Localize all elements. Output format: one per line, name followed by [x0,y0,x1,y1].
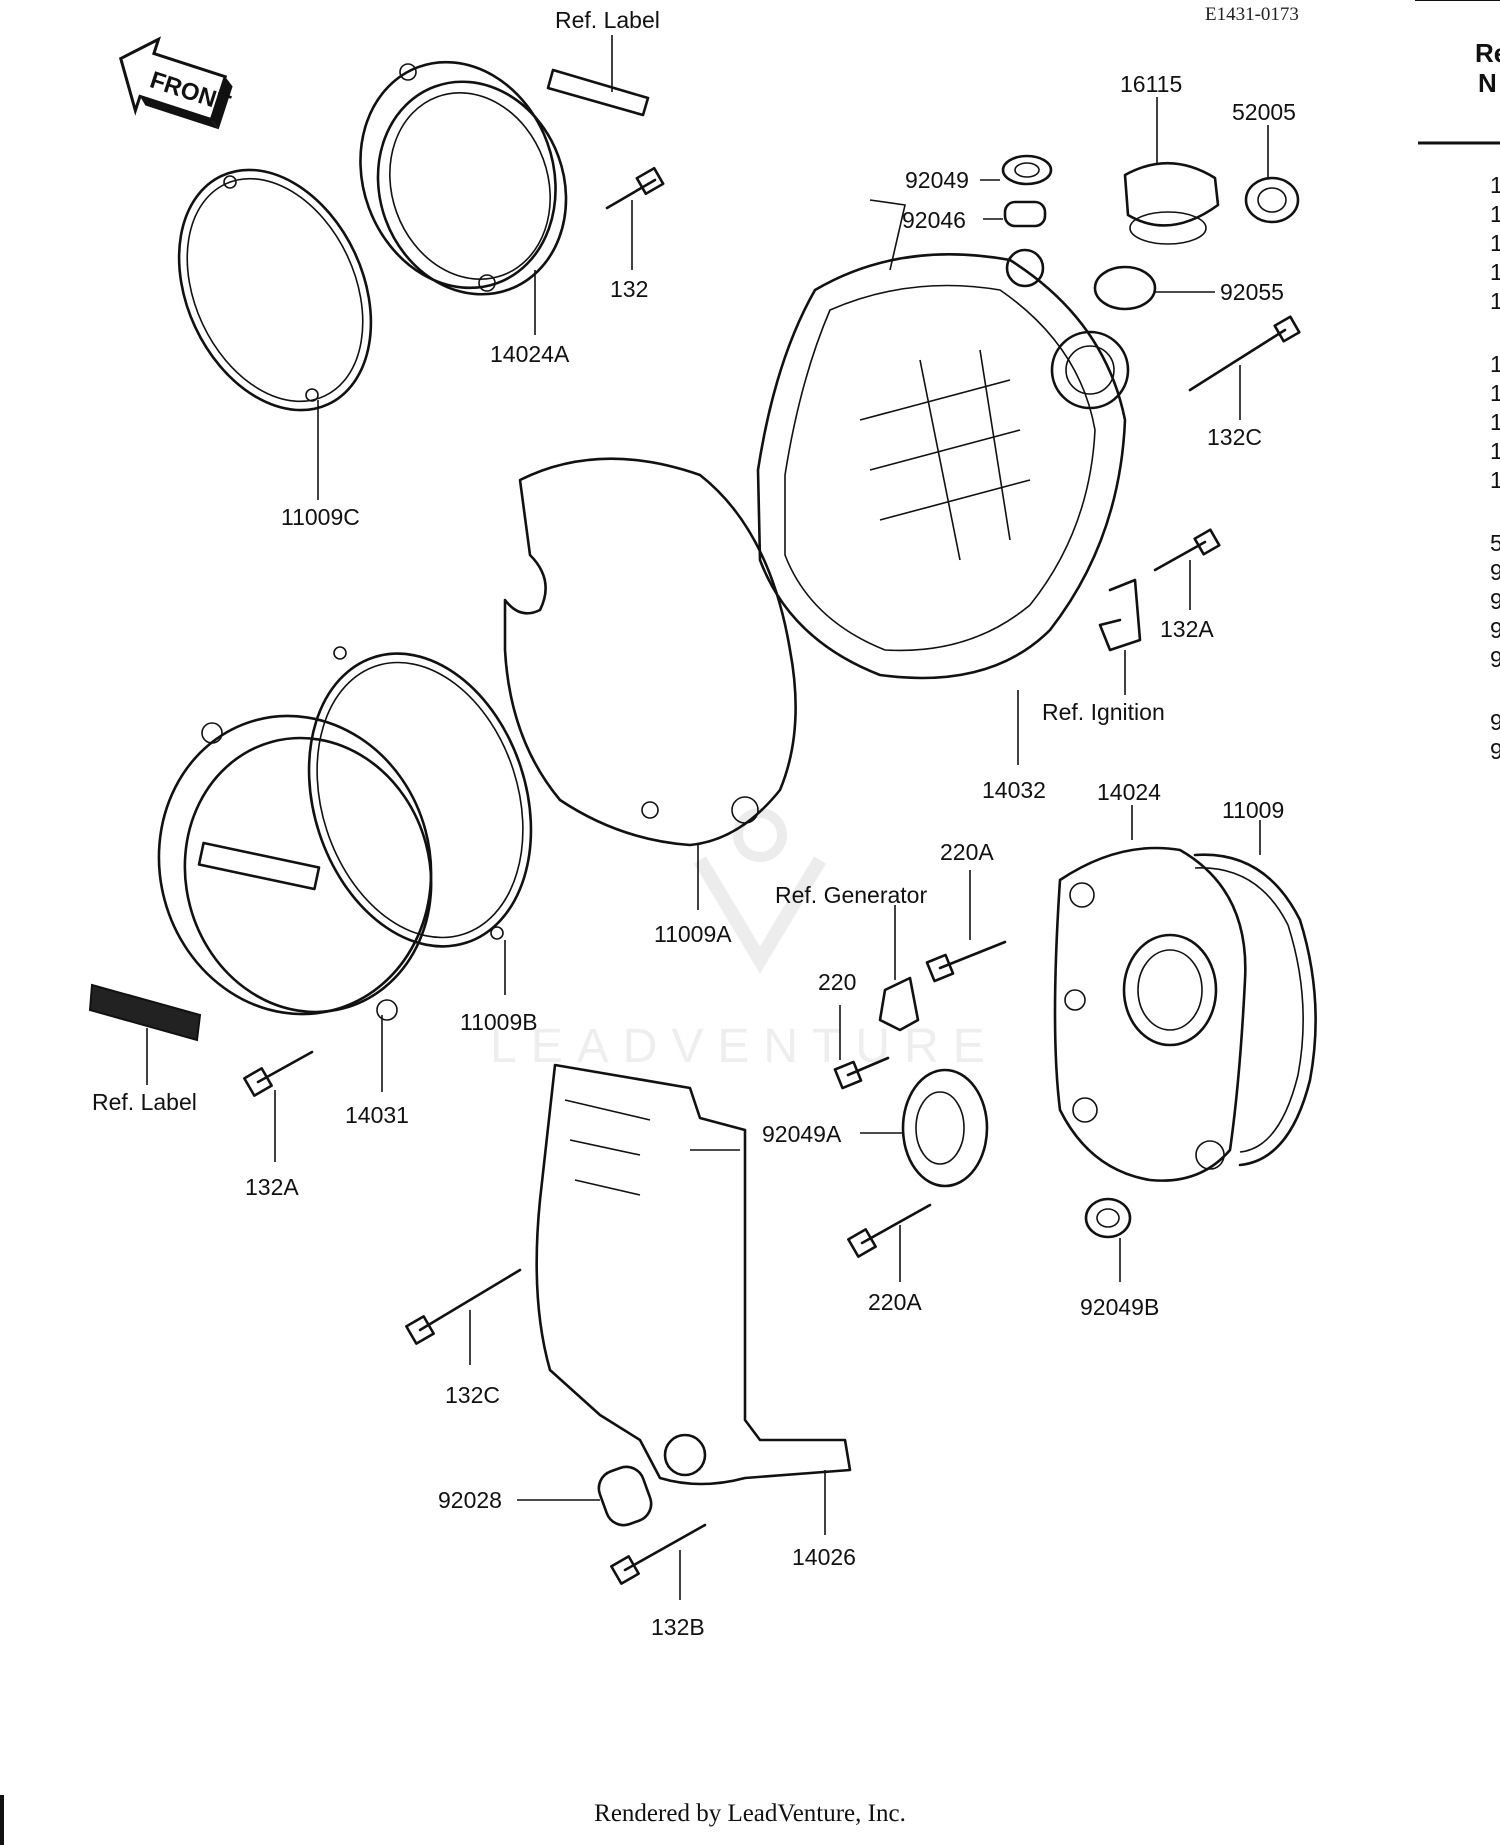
frag-13: 9 [1490,559,1500,585]
callout-220a-top: 220A [940,839,994,865]
frag-5: 1 [1490,259,1500,285]
ref-label-top: Ref. Label [555,7,660,33]
gasket-11009b [307,646,533,948]
callout-132a-top: 132A [1160,616,1214,642]
watermark-text: LEADVENTURE [490,1020,999,1073]
callout-14026: 14026 [792,1544,856,1570]
label-plate-left [88,983,202,1042]
frag-4: 1 [1490,230,1500,256]
callout-132b: 132B [651,1614,705,1640]
bolt-132b [610,1523,707,1585]
frag-2: 1 [1490,172,1500,198]
frag-12: 5 [1490,530,1500,556]
callout-132c-top: 132C [1207,424,1262,450]
gasket-11009 [1193,853,1317,1167]
bearing-92046 [1003,200,1047,228]
callout-92049b: 92049B [1080,1294,1159,1320]
callout-132a-bottom: 132A [245,1174,299,1200]
frag-16: 9 [1490,646,1500,672]
drawing-code: E1431-0173 [1205,4,1299,25]
ref-label-left: Ref. Label [92,1089,197,1115]
frag-3: 1 [1490,201,1500,227]
seal-92049a [901,1068,989,1188]
callout-14032: 14032 [982,777,1046,803]
bolt-132a-right [1153,528,1221,572]
frag-11: 1 [1490,467,1500,493]
frag-1: N [1478,68,1497,98]
cap-16115 [1123,161,1220,245]
callout-132: 132 [610,276,648,302]
frag-15: 9 [1490,617,1500,643]
bolt-220a-top [925,940,1007,983]
ignition-clamp [1098,578,1142,652]
spacer-92028 [597,1465,653,1527]
callout-92049: 92049 [905,167,969,193]
cover-14032 [756,199,1130,680]
cover-14024 [1053,846,1247,1182]
callout-16115: 16115 [1120,71,1182,97]
bolt-132a-left [243,1050,314,1097]
bolt-132c-top [1188,315,1301,392]
callout-11009b: 11009B [460,1009,538,1035]
frag-14: 9 [1490,588,1500,614]
frag-6: 1 [1490,288,1500,314]
callout-92028: 92028 [438,1487,502,1513]
callout-11009a: 11009A [654,921,732,947]
generator-clamp [878,976,920,1032]
ref-generator: Ref. Generator [775,882,927,908]
callout-11009: 11009 [1222,797,1284,823]
footer-credit: Rendered by LeadVenture, Inc. [594,1800,906,1827]
frag-0: Re [1475,38,1500,68]
o-ring-92055 [1093,265,1157,311]
frag-7: 1 [1490,351,1500,377]
callout-11009c: 11009C [281,504,360,530]
frag-17: 9 [1490,709,1500,735]
callout-52005: 52005 [1232,99,1296,125]
margin-mark [0,1795,4,1845]
callout-92049a: 92049A [762,1121,842,1147]
callout-92046: 92046 [902,207,966,233]
gasket-11009c [177,168,373,412]
frag-8: 1 [1490,380,1500,406]
seal-92049b [1084,1197,1132,1239]
frag-9: 1 [1490,409,1500,435]
seal-52005 [1244,176,1300,224]
cover-14024a [359,60,568,296]
bolt-132 [605,166,665,210]
callout-220: 220 [818,969,856,995]
callout-132c-bottom: 132C [445,1382,500,1408]
seal-92049 [1001,154,1053,186]
label-strip-top [546,68,650,117]
bolt-132c-bottom [405,1268,522,1345]
bolt-220a-bottom [847,1203,932,1258]
right-column-fragments: Re N 1 1 1 1 1 1 1 1 1 1 5 9 9 9 9 9 9 [1415,0,1500,764]
front-arrow-icon: FRONT [118,36,234,130]
gasket-11009a [503,457,797,847]
frag-18: 9 [1490,738,1500,764]
bolt-220 [833,1056,890,1090]
ref-ignition: Ref. Ignition [1042,699,1165,725]
callout-220a-bottom: 220A [868,1289,922,1315]
callout-14031: 14031 [345,1102,409,1128]
callout-92055: 92055 [1220,279,1284,305]
cover-14031 [157,714,433,1021]
cover-14026 [535,1063,852,1486]
callout-14024a: 14024A [490,341,570,367]
frag-10: 1 [1490,438,1500,464]
callout-14024: 14024 [1097,779,1161,805]
